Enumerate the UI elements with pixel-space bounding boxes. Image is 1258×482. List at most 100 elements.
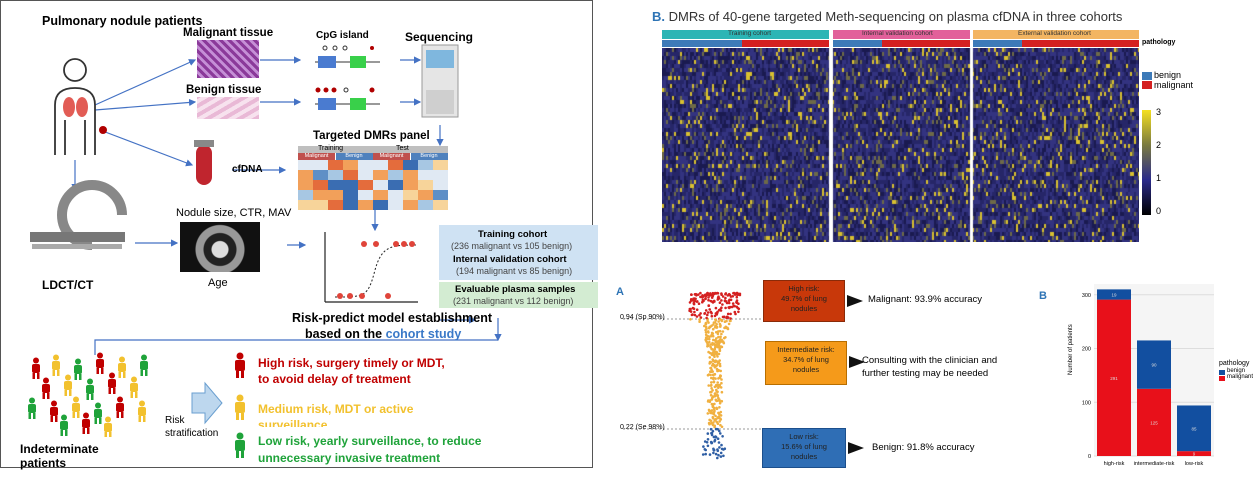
panel-cell [343,200,358,210]
person-icon [138,400,146,422]
heatmap-header-internal [833,30,970,39]
bar-benign [1137,340,1171,389]
person-icon [140,354,148,376]
bar-value-label: 85 [1191,426,1197,431]
risk-score-dot [708,453,712,456]
risk-stratification-label-1: Risk [165,415,185,426]
person-icon [72,396,80,418]
panel-cell [403,190,418,200]
bar-malignant [1137,388,1171,456]
risk-score-dot [705,316,708,320]
risk-score-dot [719,451,723,455]
risk-score-dot [708,308,711,311]
model-title-line2: based on the cohort study [305,327,462,341]
risk-score-dot [724,336,727,339]
legend-benign-swatch [1142,72,1152,80]
risk-score-dot [718,429,721,433]
risk-score-dot [689,307,692,311]
risk-score-dot [720,292,723,295]
cpg-island-label: CpG island [316,30,369,41]
panel-cell [328,190,343,200]
risk-score-dot [735,295,739,299]
risk-score-dot [715,367,719,371]
risk-score-dot [723,315,726,319]
panel-cell [358,170,373,180]
bar-benign [1097,289,1131,300]
risk-score-dot [718,349,722,353]
risk-score-dot [732,291,735,295]
risk-score-dot [695,315,699,318]
risk-score-dot [707,373,711,376]
bar-benign [1177,405,1211,452]
panel-cell [418,180,433,190]
ct-scanner-icon [30,180,127,250]
risk-score-dot [719,455,723,458]
risk-score-dot [696,300,699,303]
risk-score-dot [707,331,710,334]
risk-score-dot [703,448,707,451]
risk-score-dot [719,335,722,339]
risk-score-dot [710,398,714,401]
risk-score-dot [738,292,742,296]
risk-score-dot [721,295,725,298]
panel-header-test: Test [396,145,409,152]
cutoff-high-label: 0.94 (Sp 90%) [620,314,665,321]
bar-value-label: 90 [1151,363,1157,368]
risk-score-dot [718,301,722,304]
risk-score-dot [712,406,716,410]
malignant-tissue-label: Malignant tissue [183,27,274,39]
risk-score-dot [704,333,708,337]
panel-cell [418,170,433,180]
risk-score-dot [715,384,718,388]
risk-score-dot [713,321,717,324]
panel-cell [358,200,373,210]
risk-score-dot [717,343,721,347]
risk-person-icons [235,352,245,458]
risk-score-dot [707,304,711,307]
panel-cell [343,190,358,200]
pathology-segment [882,40,970,47]
risk-score-dot [706,311,710,314]
risk-score-dot [714,452,718,456]
panel-cell [358,160,373,170]
legend-malignant-swatch [1142,81,1152,89]
panel-cell [343,180,358,190]
risk-score-dot [710,368,713,372]
person-icon [130,376,138,398]
risk-score-dot [720,425,724,429]
risk-score-dot [708,400,712,404]
risk-score-dot [719,374,722,378]
risk-score-dot [726,327,730,331]
risk-score-dot [716,437,720,440]
risk-score-dot [710,353,714,357]
risk-score-dot [709,419,713,423]
y-tick-label: 0 [1088,454,1091,460]
risk-score-dot [717,352,721,356]
risk-score-dot [692,299,695,302]
panel-b-label: B [1039,290,1047,302]
risk-score-dot [706,444,710,448]
risk-score-dot [725,316,728,320]
risk-score-dot [727,322,731,326]
benign-tissue-image [197,97,259,119]
person-icon [50,400,58,422]
panel-subheader: Benign [410,153,448,160]
model-title-line1: Risk-predict model establishment [292,311,493,325]
risk-score-dot [710,311,713,315]
panel-subheader: Malignant [373,153,410,160]
risk-score-dot [711,373,715,377]
risk-score-dot [716,298,720,301]
bar-malignant [1097,299,1131,456]
risk-score-dot [707,344,710,347]
panel-cell [418,200,433,210]
risk-score-dot [718,329,722,333]
risk-score-dot [697,302,701,305]
risk-score-dot [716,456,719,460]
panel-cell [373,160,388,170]
panel-cell [433,200,448,210]
risk-score-dot [711,395,715,399]
heatmap-header-training [662,30,829,39]
panel-cell [313,160,328,170]
risk-score-dot [709,325,712,328]
